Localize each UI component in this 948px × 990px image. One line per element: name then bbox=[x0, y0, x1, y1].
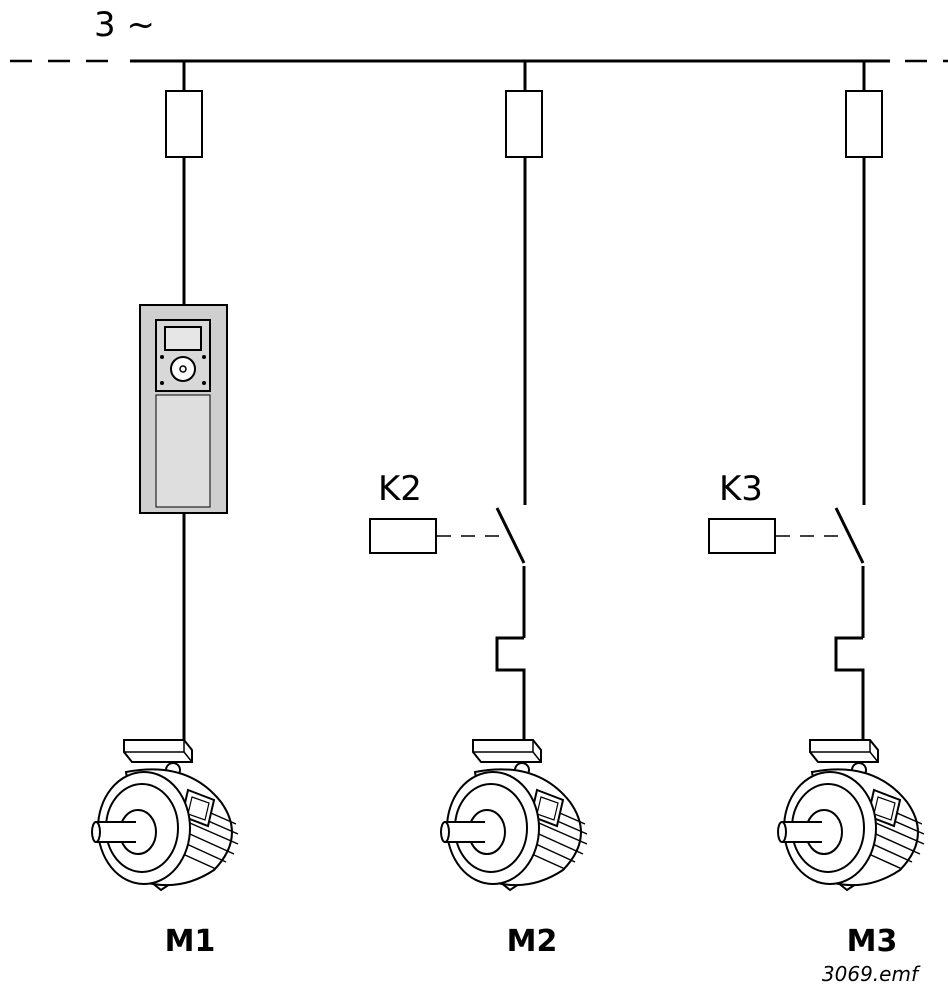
motor-label: M2 bbox=[507, 924, 558, 959]
motor-label: M1 bbox=[165, 924, 216, 959]
contactor-coil-icon bbox=[369, 518, 437, 554]
contactor-label: K2 bbox=[378, 469, 422, 509]
contactor-label: K3 bbox=[719, 469, 763, 509]
branch-m2: K2 bbox=[369, 61, 543, 760]
contactor-switch-icon bbox=[495, 507, 526, 760]
drive-icon bbox=[139, 304, 228, 514]
motor-icon bbox=[777, 739, 925, 891]
motor-icon bbox=[440, 739, 588, 891]
motor-icon bbox=[91, 739, 239, 891]
branch-m3: K3 bbox=[708, 61, 883, 760]
file-name-label: 3069.emf bbox=[822, 962, 921, 986]
branch-m1 bbox=[139, 61, 228, 760]
fuse-icon bbox=[165, 90, 203, 158]
contactor-coil-icon bbox=[708, 518, 776, 554]
supply-phase-label: 3 ~ bbox=[94, 5, 155, 45]
motor-label: M3 bbox=[847, 924, 898, 959]
supply-bus: 3 ~ bbox=[10, 5, 948, 63]
contactor-switch-icon bbox=[834, 507, 865, 760]
fuse-icon bbox=[845, 90, 883, 158]
fuse-icon bbox=[505, 90, 543, 158]
